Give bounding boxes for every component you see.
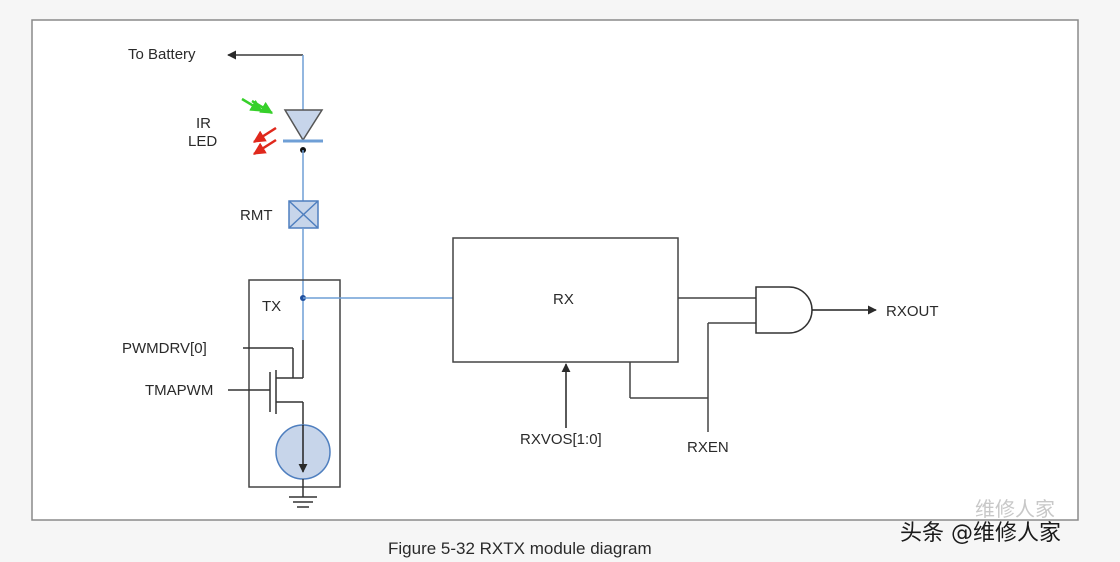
rx-and-wires: [629, 297, 756, 432]
label-rx: RX: [553, 291, 574, 308]
watermark-line1: 维修人家: [975, 497, 1055, 521]
and-gate-icon: [755, 286, 813, 334]
ground-icon: [289, 479, 317, 508]
transistor-icon: [228, 340, 304, 425]
label-rxen: RXEN: [687, 439, 729, 456]
label-tx: TX: [262, 298, 281, 315]
light-in-arrows-icon: [241, 97, 274, 115]
label-rmt: RMT: [240, 207, 273, 224]
rx-block: [452, 237, 679, 363]
to-battery-connection: [227, 50, 304, 110]
figure-caption: Figure 5-32 RXTX module diagram: [388, 539, 652, 558]
ir-led-diode-icon: [283, 109, 324, 153]
label-to-battery: To Battery: [128, 46, 196, 63]
tx-block: [248, 279, 341, 488]
label-led: LED: [188, 133, 217, 150]
label-rxout: RXOUT: [886, 303, 939, 320]
rmt-element-icon: [288, 200, 319, 229]
label-pwmdrv: PWMDRV[0]: [122, 340, 207, 357]
current-source-icon: [275, 424, 331, 480]
light-out-arrows-icon: [252, 126, 277, 156]
watermark: 维修人家 头条 @维修人家: [900, 497, 1061, 546]
watermark-line2: 头条 @维修人家: [900, 521, 1061, 546]
label-tmapwm: TMAPWM: [145, 382, 213, 399]
label-rxvos: RXVOS[1:0]: [520, 431, 602, 448]
label-ir: IR: [196, 115, 211, 132]
